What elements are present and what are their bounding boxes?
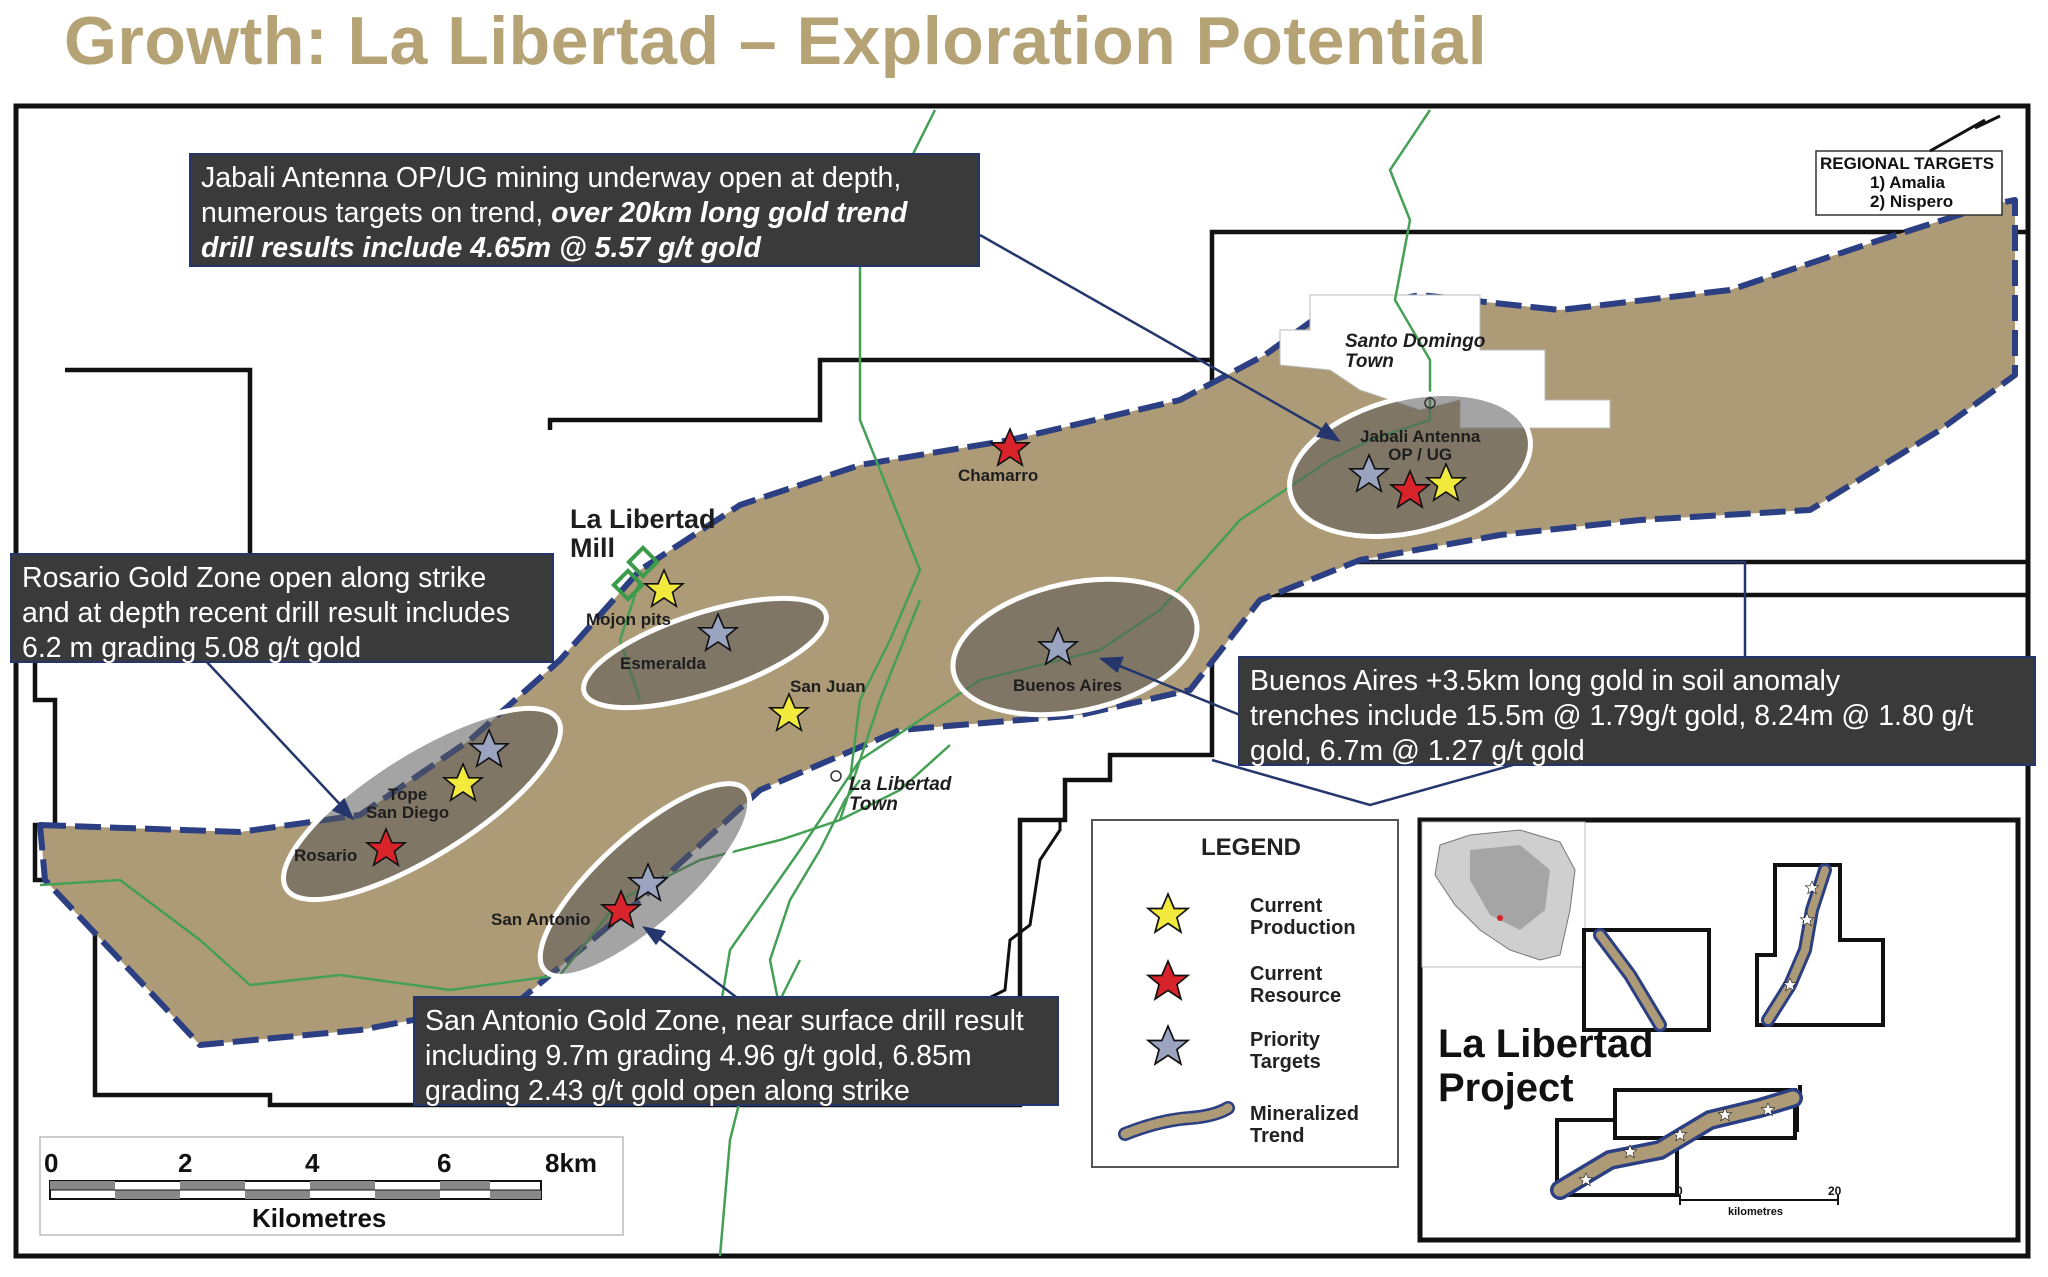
- jabali-callout-line3: drill results include 4.65m @ 5.57 g/t g…: [201, 232, 761, 264]
- chamarro-label: Chamarro: [958, 466, 1039, 485]
- tope-label-line1: Tope: [387, 785, 428, 804]
- regional-targets: REGIONAL TARGETS 1) Amalia 2) Nispero: [1820, 154, 2000, 211]
- scale-tick-8km: 8km: [545, 1148, 598, 1178]
- san-juan-label: San Juan: [790, 677, 866, 696]
- buenos-aires-callout-line2: trenches include 15.5m @ 1.79g/t gold, 8…: [1250, 700, 1974, 732]
- buenos-aires-callout: Buenos Aires +3.5km long gold in soil an…: [1238, 656, 2036, 767]
- scale-tick-6: 6: [437, 1148, 452, 1178]
- santo-domingo-town-label: Santo Domingo Town: [1345, 332, 1485, 372]
- target-ellipses: [281, 391, 1533, 979]
- page-title: Growth: La Libertad – Exploration Potent…: [64, 3, 1488, 79]
- rosario-callout-line1: Rosario Gold Zone open along strike: [22, 562, 487, 594]
- legend-targets-line1: Priority: [1250, 1029, 1321, 1051]
- regional-target-amalia: 1) Amalia: [1870, 173, 1945, 192]
- inset-project-line2: Project: [1438, 1066, 1574, 1110]
- legend-production-line2: Production: [1250, 917, 1356, 939]
- la-libertad-town-line2: Town: [849, 794, 898, 815]
- san-antonio-label: San Antonio: [491, 910, 591, 929]
- jabali-callout: Jabali Antenna OP/UG mining underway ope…: [189, 153, 980, 267]
- legend-targets-line2: Targets: [1250, 1051, 1321, 1073]
- legend-box: [1091, 819, 1399, 1168]
- callout-arrows: [204, 233, 1341, 1001]
- rosario-callout-line3: 6.2 m grading 5.08 g/t gold: [22, 632, 362, 664]
- scale-tick-2: 2: [178, 1148, 193, 1178]
- esmeralda-label: Esmeralda: [620, 654, 706, 673]
- inset-project-line1: La Libertad: [1438, 1022, 1654, 1066]
- rosario-callout: Rosario Gold Zone open along strike and …: [10, 553, 554, 664]
- jabali-callout-line1: Jabali Antenna OP/UG mining underway ope…: [201, 162, 902, 194]
- rosario-label: Rosario: [294, 846, 358, 865]
- mojon-pits-label: Mojon pits: [586, 610, 671, 629]
- regional-target-nispero: 2) Nispero: [1870, 192, 1954, 211]
- esmeralda-ellipse: [581, 595, 829, 711]
- legend-production: Current Production: [1250, 895, 1356, 939]
- scale-unit: Kilometres: [252, 1203, 387, 1233]
- san-antonio-callout-line3: grading 2.43 g/t gold open along strike: [425, 1075, 910, 1107]
- legend-targets: Priority Targets: [1250, 1029, 1321, 1073]
- inset-project-title: La Libertad Project: [1438, 1022, 1654, 1110]
- scale-tick-0: 0: [44, 1148, 59, 1178]
- inset-scale-unit: kilometres: [1728, 1206, 1784, 1218]
- jabali-label-line1: Jabali Antenna: [1360, 427, 1481, 446]
- santo-domingo-town-marker: [1424, 397, 1436, 409]
- legend-resource: Current Resource: [1250, 963, 1341, 1007]
- tope-label-line2: San Diego: [366, 803, 450, 822]
- la-libertad-town-label: La Libertad Town: [849, 775, 951, 815]
- buenos-aires-ellipse: [950, 576, 1200, 718]
- jabali-label: Jabali Antenna OP / UG: [1360, 428, 1480, 464]
- legend-trend-line2: Trend: [1250, 1125, 1305, 1147]
- jabali-label-line2: OP / UG: [1388, 445, 1453, 464]
- legend-resource-line2: Resource: [1250, 985, 1342, 1007]
- san-antonio-callout: San Antonio Gold Zone, near surface dril…: [413, 996, 1059, 1107]
- scale-tick-4: 4: [305, 1148, 320, 1178]
- rosario-callout-line2: and at depth recent drill result include…: [22, 597, 510, 629]
- mill-label-line2: Mill: [570, 533, 615, 563]
- concession-boundary-upper: [547, 357, 1212, 430]
- buenos-aires-callout-line3: gold, 6.7m @ 1.27 g/t gold: [1250, 735, 1585, 767]
- jabali-callout-line2a: numerous targets on trend,: [201, 197, 552, 229]
- tope-san-diego-label: Tope San Diego: [366, 786, 449, 822]
- buenos-aires-label: Buenos Aires: [1013, 676, 1122, 695]
- regional-targets-heading: REGIONAL TARGETS: [1820, 154, 1995, 173]
- san-antonio-callout-line1: San Antonio Gold Zone, near surface dril…: [425, 1005, 1024, 1037]
- mill-label-line1: La Libertad: [570, 504, 716, 534]
- legend-trend: Mineralized Trend: [1250, 1103, 1359, 1147]
- la-libertad-town-line1: La Libertad: [849, 774, 952, 795]
- mill-label: La Libertad Mill: [570, 505, 716, 563]
- santo-domingo-line2: Town: [1345, 351, 1394, 372]
- jabali-ellipse: [1287, 391, 1533, 539]
- scale-bar: [49, 1180, 542, 1200]
- legend-trend-line1: Mineralized: [1250, 1103, 1359, 1125]
- legend-title: LEGEND: [1201, 834, 1302, 861]
- legend-production-line1: Current: [1250, 895, 1323, 917]
- santo-domingo-line1: Santo Domingo: [1345, 331, 1486, 352]
- jabali-callout-line2b: over 20km long gold trend: [551, 197, 908, 229]
- san-antonio-callout-line2: including 9.7m grading 4.96 g/t gold, 6.…: [425, 1040, 972, 1072]
- legend-resource-line1: Current: [1250, 963, 1323, 985]
- mill-icon: [611, 545, 660, 602]
- inset-scale-end: 20: [1828, 1184, 1842, 1198]
- buenos-aires-callout-line1: Buenos Aires +3.5km long gold in soil an…: [1250, 665, 1841, 697]
- inset-scale-start: 0: [1676, 1184, 1683, 1198]
- regional-targets-box: [1815, 150, 2003, 216]
- la-libertad-town-marker: [830, 770, 842, 782]
